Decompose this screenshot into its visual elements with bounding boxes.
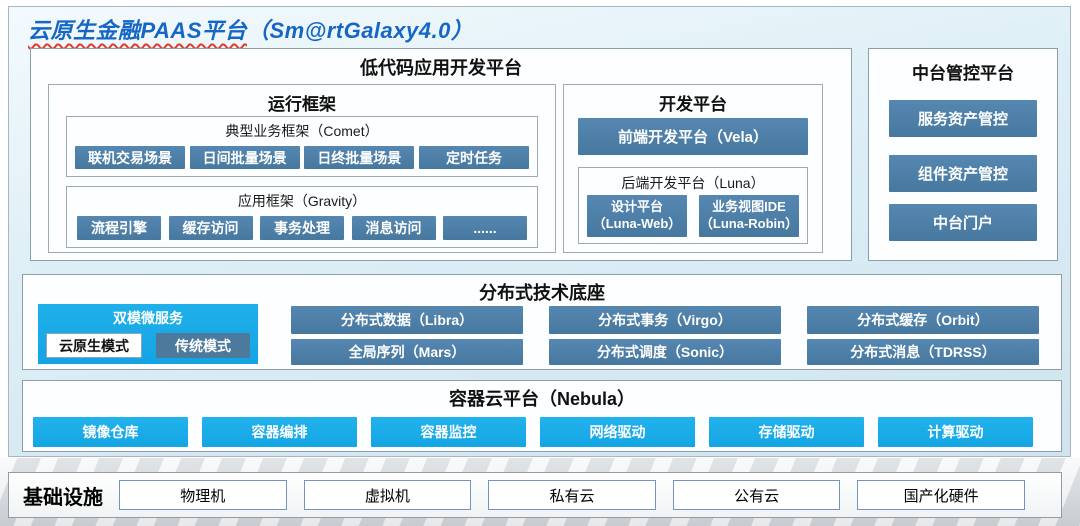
container-cloud-title: 容器云平台（Nebula） [448, 389, 635, 409]
midplatform-title: 中台管控平台 [912, 64, 1014, 83]
block-network-driver: 网络驱动 [540, 417, 695, 447]
luna-backend-label: 后端开发平台（Luna） [621, 175, 765, 191]
block-image-registry: 镜像仓库 [33, 417, 188, 447]
dev-platform-title: 开发平台 [659, 95, 727, 114]
distributed-base-title: 分布式技术底座 [479, 283, 605, 303]
container-cloud-row: 镜像仓库 容器编排 容器监控 网络驱动 存储驱动 计算驱动 [33, 417, 1033, 447]
block-endofday-batch: 日终批量场景 [304, 146, 415, 169]
dev-platform-panel: 开发平台 前端开发平台（Vela） 后端开发平台（Luna） 设计平台 （Lun… [563, 84, 823, 253]
block-daytime-batch: 日间批量场景 [189, 146, 300, 169]
block-distributed-cache-orbit: 分布式缓存（Orbit） [807, 306, 1039, 334]
luna-robin-line2: （Luna-Robin） [699, 216, 799, 231]
lowcode-platform-panel: 低代码应用开发平台 运行框架 典型业务框架（Comet） 联机交易场景 日间批量… [30, 48, 852, 261]
comet-framework-panel: 典型业务框架（Comet） 联机交易场景 日间批量场景 日终批量场景 定时任务 [66, 116, 538, 177]
lowcode-platform-title: 低代码应用开发平台 [360, 58, 522, 78]
block-process-engine: 流程引擎 [77, 216, 161, 240]
block-distributed-message-tdrss: 分布式消息（TDRSS） [807, 339, 1039, 365]
block-compute-driver: 计算驱动 [878, 417, 1033, 447]
gravity-blocks-row: 流程引擎 缓存访问 事务处理 消息访问 ...... [77, 216, 527, 240]
luna-web-line1: 设计平台 [610, 199, 663, 215]
block-luna-web: 设计平台 （Luna-Web） [587, 195, 687, 237]
block-ellipsis: ...... [443, 216, 527, 240]
block-cloudnative-mode: 云原生模式 [46, 333, 142, 358]
block-global-sequence-mars: 全局序列（Mars） [291, 339, 523, 365]
distributed-row1: 分布式数据（Libra） 分布式事务（Virgo） 分布式缓存（Orbit） [291, 306, 1039, 334]
block-private-cloud: 私有云 [488, 480, 656, 510]
gravity-framework-label: 应用框架（Gravity） [237, 193, 367, 209]
block-luna-robin: 业务视图IDE （Luna-Robin） [699, 195, 799, 237]
distributed-base-panel: 分布式技术底座 双模微服务 云原生模式 传统模式 分布式数据（Libra） 分布… [22, 274, 1062, 370]
block-virtual-machine: 虚拟机 [303, 480, 472, 510]
block-domestic-hardware: 国产化硬件 [857, 480, 1025, 510]
block-traditional-mode: 传统模式 [156, 333, 250, 358]
midplatform-panel: 中台管控平台 服务资产管控 组件资产管控 中台门户 [868, 48, 1058, 261]
luna-blocks-row: 设计平台 （Luna-Web） 业务视图IDE （Luna-Robin） [587, 195, 799, 237]
runtime-framework-title: 运行框架 [268, 95, 336, 114]
block-public-cloud: 公有云 [672, 480, 841, 510]
block-distributed-transaction-virgo: 分布式事务（Virgo） [549, 306, 781, 334]
block-physical-machine: 物理机 [119, 480, 287, 510]
block-container-monitoring: 容器监控 [371, 417, 526, 447]
dualmode-modes-row: 云原生模式 传统模式 [46, 333, 250, 358]
page-title-main: 云原生金融PAAS平台 [28, 18, 247, 43]
block-scheduled-task: 定时任务 [418, 146, 529, 169]
comet-blocks-row: 联机交易场景 日间批量场景 日终批量场景 定时任务 [75, 146, 529, 169]
runtime-framework-panel: 运行框架 典型业务框架（Comet） 联机交易场景 日间批量场景 日终批量场景 … [48, 84, 556, 253]
page-title-version: （Sm@rtGalaxy4.0） [247, 18, 474, 43]
luna-robin-line1: 业务视图IDE [712, 199, 786, 215]
block-transaction-processing: 事务处理 [260, 216, 344, 240]
block-distributed-data-libra: 分布式数据（Libra） [291, 306, 523, 334]
infrastructure-strip: 基础设施 物理机 虚拟机 私有云 公有云 国产化硬件 [8, 472, 1062, 518]
distributed-row2: 全局序列（Mars） 分布式调度（Sonic） 分布式消息（TDRSS） [291, 339, 1039, 365]
gravity-framework-panel: 应用框架（Gravity） 流程引擎 缓存访问 事务处理 消息访问 ...... [66, 186, 538, 248]
luna-backend-panel: 后端开发平台（Luna） 设计平台 （Luna-Web） 业务视图IDE （Lu… [578, 167, 808, 244]
block-container-orchestration: 容器编排 [202, 417, 357, 447]
block-cache-access: 缓存访问 [168, 216, 253, 240]
block-distributed-scheduling-sonic: 分布式调度（Sonic） [549, 339, 781, 365]
infrastructure-label: 基础设施 [23, 486, 103, 509]
block-vela-frontend: 前端开发平台（Vela） [578, 118, 808, 155]
block-midplatform-portal: 中台门户 [889, 204, 1037, 241]
container-cloud-panel: 容器云平台（Nebula） 镜像仓库 容器编排 容器监控 网络驱动 存储驱动 计… [22, 380, 1062, 452]
block-service-asset-control: 服务资产管控 [889, 100, 1037, 137]
block-message-access: 消息访问 [351, 216, 436, 240]
comet-framework-label: 典型业务框架（Comet） [225, 123, 379, 139]
block-component-asset-control: 组件资产管控 [889, 155, 1037, 192]
infrastructure-row: 物理机 虚拟机 私有云 公有云 国产化硬件 [119, 480, 1025, 510]
dualmode-label: 双模微服务 [113, 310, 183, 326]
block-online-trading: 联机交易场景 [75, 146, 185, 169]
dualmode-microservice-panel: 双模微服务 云原生模式 传统模式 [38, 304, 258, 364]
luna-web-line2: （Luna-Web） [592, 216, 682, 231]
page-title: 云原生金融PAAS平台（Sm@rtGalaxy4.0） [28, 13, 473, 45]
block-storage-driver: 存储驱动 [709, 417, 864, 447]
